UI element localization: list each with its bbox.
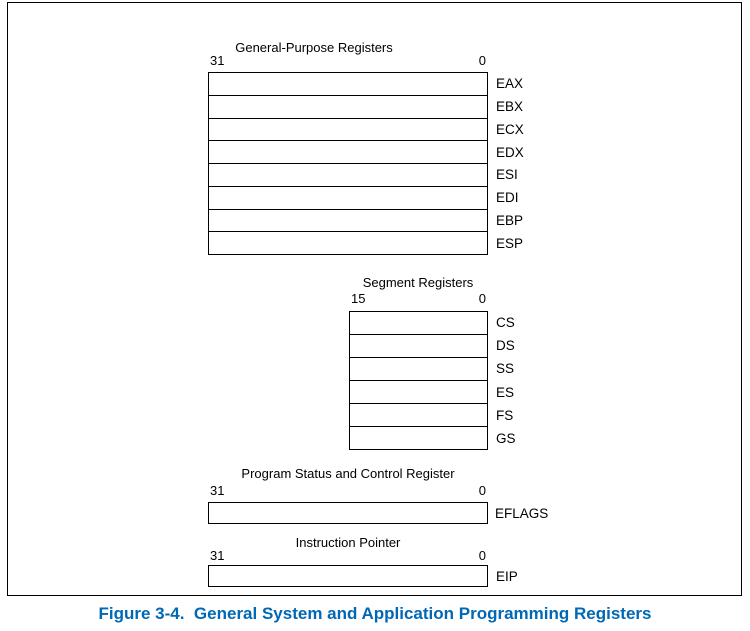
register-label-edx: EDX bbox=[496, 144, 524, 160]
eflags-cell bbox=[209, 503, 487, 523]
register-label-fs: FS bbox=[496, 407, 514, 423]
segment-cell-ss bbox=[350, 358, 487, 381]
figure-caption: Figure 3-4. General System and Applicati… bbox=[98, 604, 652, 623]
eip-bit-high-label: 31 bbox=[210, 548, 225, 563]
segment-bit-high-label: 15 bbox=[351, 291, 366, 306]
register-label-eflags: EFLAGS bbox=[495, 505, 549, 521]
eip-bit-low-label: 0 bbox=[478, 548, 486, 563]
register-label-es: ES bbox=[496, 384, 515, 400]
gpr-register-box bbox=[208, 72, 488, 255]
eflags-bit-range: 31 0 bbox=[208, 484, 488, 498]
segment-section-title: Segment Registers bbox=[362, 275, 474, 290]
eip-label-column: EIP bbox=[496, 565, 518, 587]
register-label-esi: ESI bbox=[496, 167, 518, 183]
gpr-bit-range: 31 0 bbox=[208, 54, 488, 68]
eflags-bit-high-label: 31 bbox=[210, 483, 225, 498]
eip-register-box bbox=[208, 565, 488, 587]
register-label-ss: SS bbox=[496, 361, 515, 377]
segment-cell-gs bbox=[350, 427, 487, 449]
eflags-register-box bbox=[208, 502, 488, 524]
register-label-gs: GS bbox=[496, 430, 516, 446]
segment-cell-es bbox=[350, 381, 487, 404]
register-label-eip: EIP bbox=[496, 568, 518, 584]
gpr-cell-esi bbox=[209, 164, 487, 187]
register-label-cs: CS bbox=[496, 315, 515, 331]
register-label-ebx: EBX bbox=[496, 98, 524, 114]
eflags-label-column: EFLAGS bbox=[495, 502, 548, 524]
register-label-ds: DS bbox=[496, 338, 515, 354]
gpr-cell-edi bbox=[209, 187, 487, 210]
gpr-bit-low-label: 0 bbox=[478, 53, 486, 68]
gpr-cell-ecx bbox=[209, 119, 487, 142]
register-label-edi: EDI bbox=[496, 190, 519, 206]
eip-bit-range: 31 0 bbox=[208, 549, 488, 563]
segment-bit-low-label: 0 bbox=[478, 291, 486, 306]
register-label-esp: ESP bbox=[496, 236, 524, 252]
segment-cell-cs bbox=[350, 312, 487, 335]
segment-register-box bbox=[349, 311, 488, 450]
gpr-cell-eax bbox=[209, 73, 487, 96]
register-label-eax: EAX bbox=[496, 75, 524, 91]
segment-label-column: CS DS SS ES FS GS bbox=[496, 311, 516, 450]
gpr-label-column: EAX EBX ECX EDX ESI EDI EBP ESP bbox=[496, 72, 524, 255]
gpr-cell-edx bbox=[209, 141, 487, 164]
gpr-cell-esp bbox=[209, 232, 487, 254]
segment-cell-fs bbox=[350, 404, 487, 427]
gpr-section-title: General-Purpose Registers bbox=[235, 40, 393, 55]
eip-cell bbox=[209, 566, 487, 586]
gpr-cell-ebp bbox=[209, 210, 487, 233]
eflags-section-title: Program Status and Control Register bbox=[241, 466, 455, 481]
register-label-ecx: ECX bbox=[496, 121, 524, 137]
gpr-cell-ebx bbox=[209, 96, 487, 119]
gpr-bit-high-label: 31 bbox=[210, 53, 225, 68]
segment-bit-range: 15 0 bbox=[349, 292, 488, 306]
eflags-bit-low-label: 0 bbox=[478, 483, 486, 498]
register-label-ebp: EBP bbox=[496, 213, 524, 229]
eip-section-title: Instruction Pointer bbox=[295, 535, 401, 550]
segment-cell-ds bbox=[350, 335, 487, 358]
